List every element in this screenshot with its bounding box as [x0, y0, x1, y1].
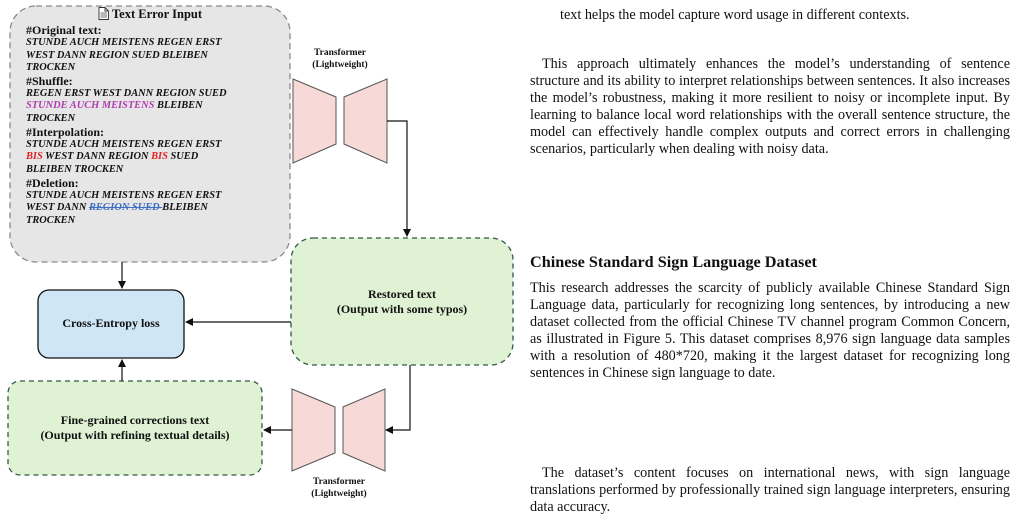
deletion-line: STUNDE AUCH MEISTENS REGEN ERST: [26, 189, 222, 201]
transformer-bottom-label: Transformer (Lightweight): [311, 477, 367, 499]
restored-box-shape: [290, 237, 514, 366]
shuffled-span: STUNDE AUCH MEISTENS: [26, 100, 155, 112]
interpolation-text: STUNDE AUCH MEISTENS REGEN ERST BIS WEST…: [26, 139, 266, 176]
paragraph-continuation: text helps the model capture word usage …: [560, 7, 910, 23]
interpolation-line: BIS WEST DANN REGION BIS SUED: [26, 151, 199, 163]
section-heading: Chinese Standard Sign Language Dataset: [530, 253, 817, 271]
transformer-top-left-shape: [292, 78, 337, 164]
original-heading: #Original text:: [26, 23, 102, 38]
figure-diagram: [7, 5, 514, 476]
transformer-bottom-right-shape: [342, 388, 386, 472]
cross-entropy-label: Cross-Entropy loss: [62, 316, 160, 330]
deleted-span: REGION SUED: [88, 202, 163, 214]
restored-text-label: Restored text (Output with some typos): [336, 287, 468, 316]
document-icon: [98, 7, 109, 22]
shuffle-line: REGEN ERST WEST DANN REGION SUED: [26, 88, 227, 100]
input-box-shape: [9, 5, 291, 263]
deletion-line: WEST DANN REGION SUED BLEIBEN: [26, 202, 208, 214]
paragraph: The dataset’s content focuses on interna…: [530, 465, 1010, 515]
paragraph: This research addresses the scarcity of …: [530, 280, 1010, 381]
original-line: TROCKEN: [26, 61, 76, 73]
shuffle-line: TROCKEN: [26, 112, 76, 124]
inserted-word: BIS: [26, 151, 43, 163]
deletion-line: TROCKEN: [26, 214, 76, 226]
deletion-heading: #Deletion:: [26, 175, 79, 190]
original-line: STUNDE AUCH MEISTENS REGEN ERST: [26, 37, 222, 49]
loss-box-shape: [37, 289, 185, 359]
interpolation-heading: #Interpolation:: [26, 125, 104, 140]
arrow-restored-to-transformer: [385, 365, 411, 434]
interpolation-line: BLEIBEN TROCKEN: [26, 163, 124, 175]
original-line: WEST DANN REGION SUED BLEIBEN: [26, 49, 208, 61]
transformer-bottom-left-shape: [291, 388, 336, 472]
original-text: STUNDE AUCH MEISTENS REGEN ERST WEST DAN…: [26, 37, 266, 74]
transformer-top-label: Transformer (Lightweight): [312, 48, 368, 70]
shuffle-line: STUNDE AUCH MEISTENS BLEIBEN: [26, 100, 203, 112]
transformer-top-right-shape: [343, 78, 388, 164]
arrow-transformer-to-restored: [387, 120, 411, 237]
paragraph: This approach ultimately enhances the mo…: [530, 56, 1010, 157]
text-error-input: Text Error Input #Original text: STUNDE …: [10, 6, 290, 262]
finegrained-label: Fine-grained corrections text (Output wi…: [40, 413, 230, 442]
input-title: Text Error Input: [111, 7, 203, 21]
interpolation-line: STUNDE AUCH MEISTENS REGEN ERST: [26, 139, 222, 151]
method-figure: Text Error Input #Original text: STUNDE …: [7, 5, 514, 499]
finegrained-box-shape: [7, 380, 263, 476]
shuffle-text: REGEN ERST WEST DANN REGION SUED STUNDE …: [26, 88, 266, 125]
shuffle-heading: #Shuffle:: [26, 74, 73, 89]
inserted-word: BIS: [151, 151, 168, 163]
deletion-text: STUNDE AUCH MEISTENS REGEN ERST WEST DAN…: [26, 190, 266, 227]
